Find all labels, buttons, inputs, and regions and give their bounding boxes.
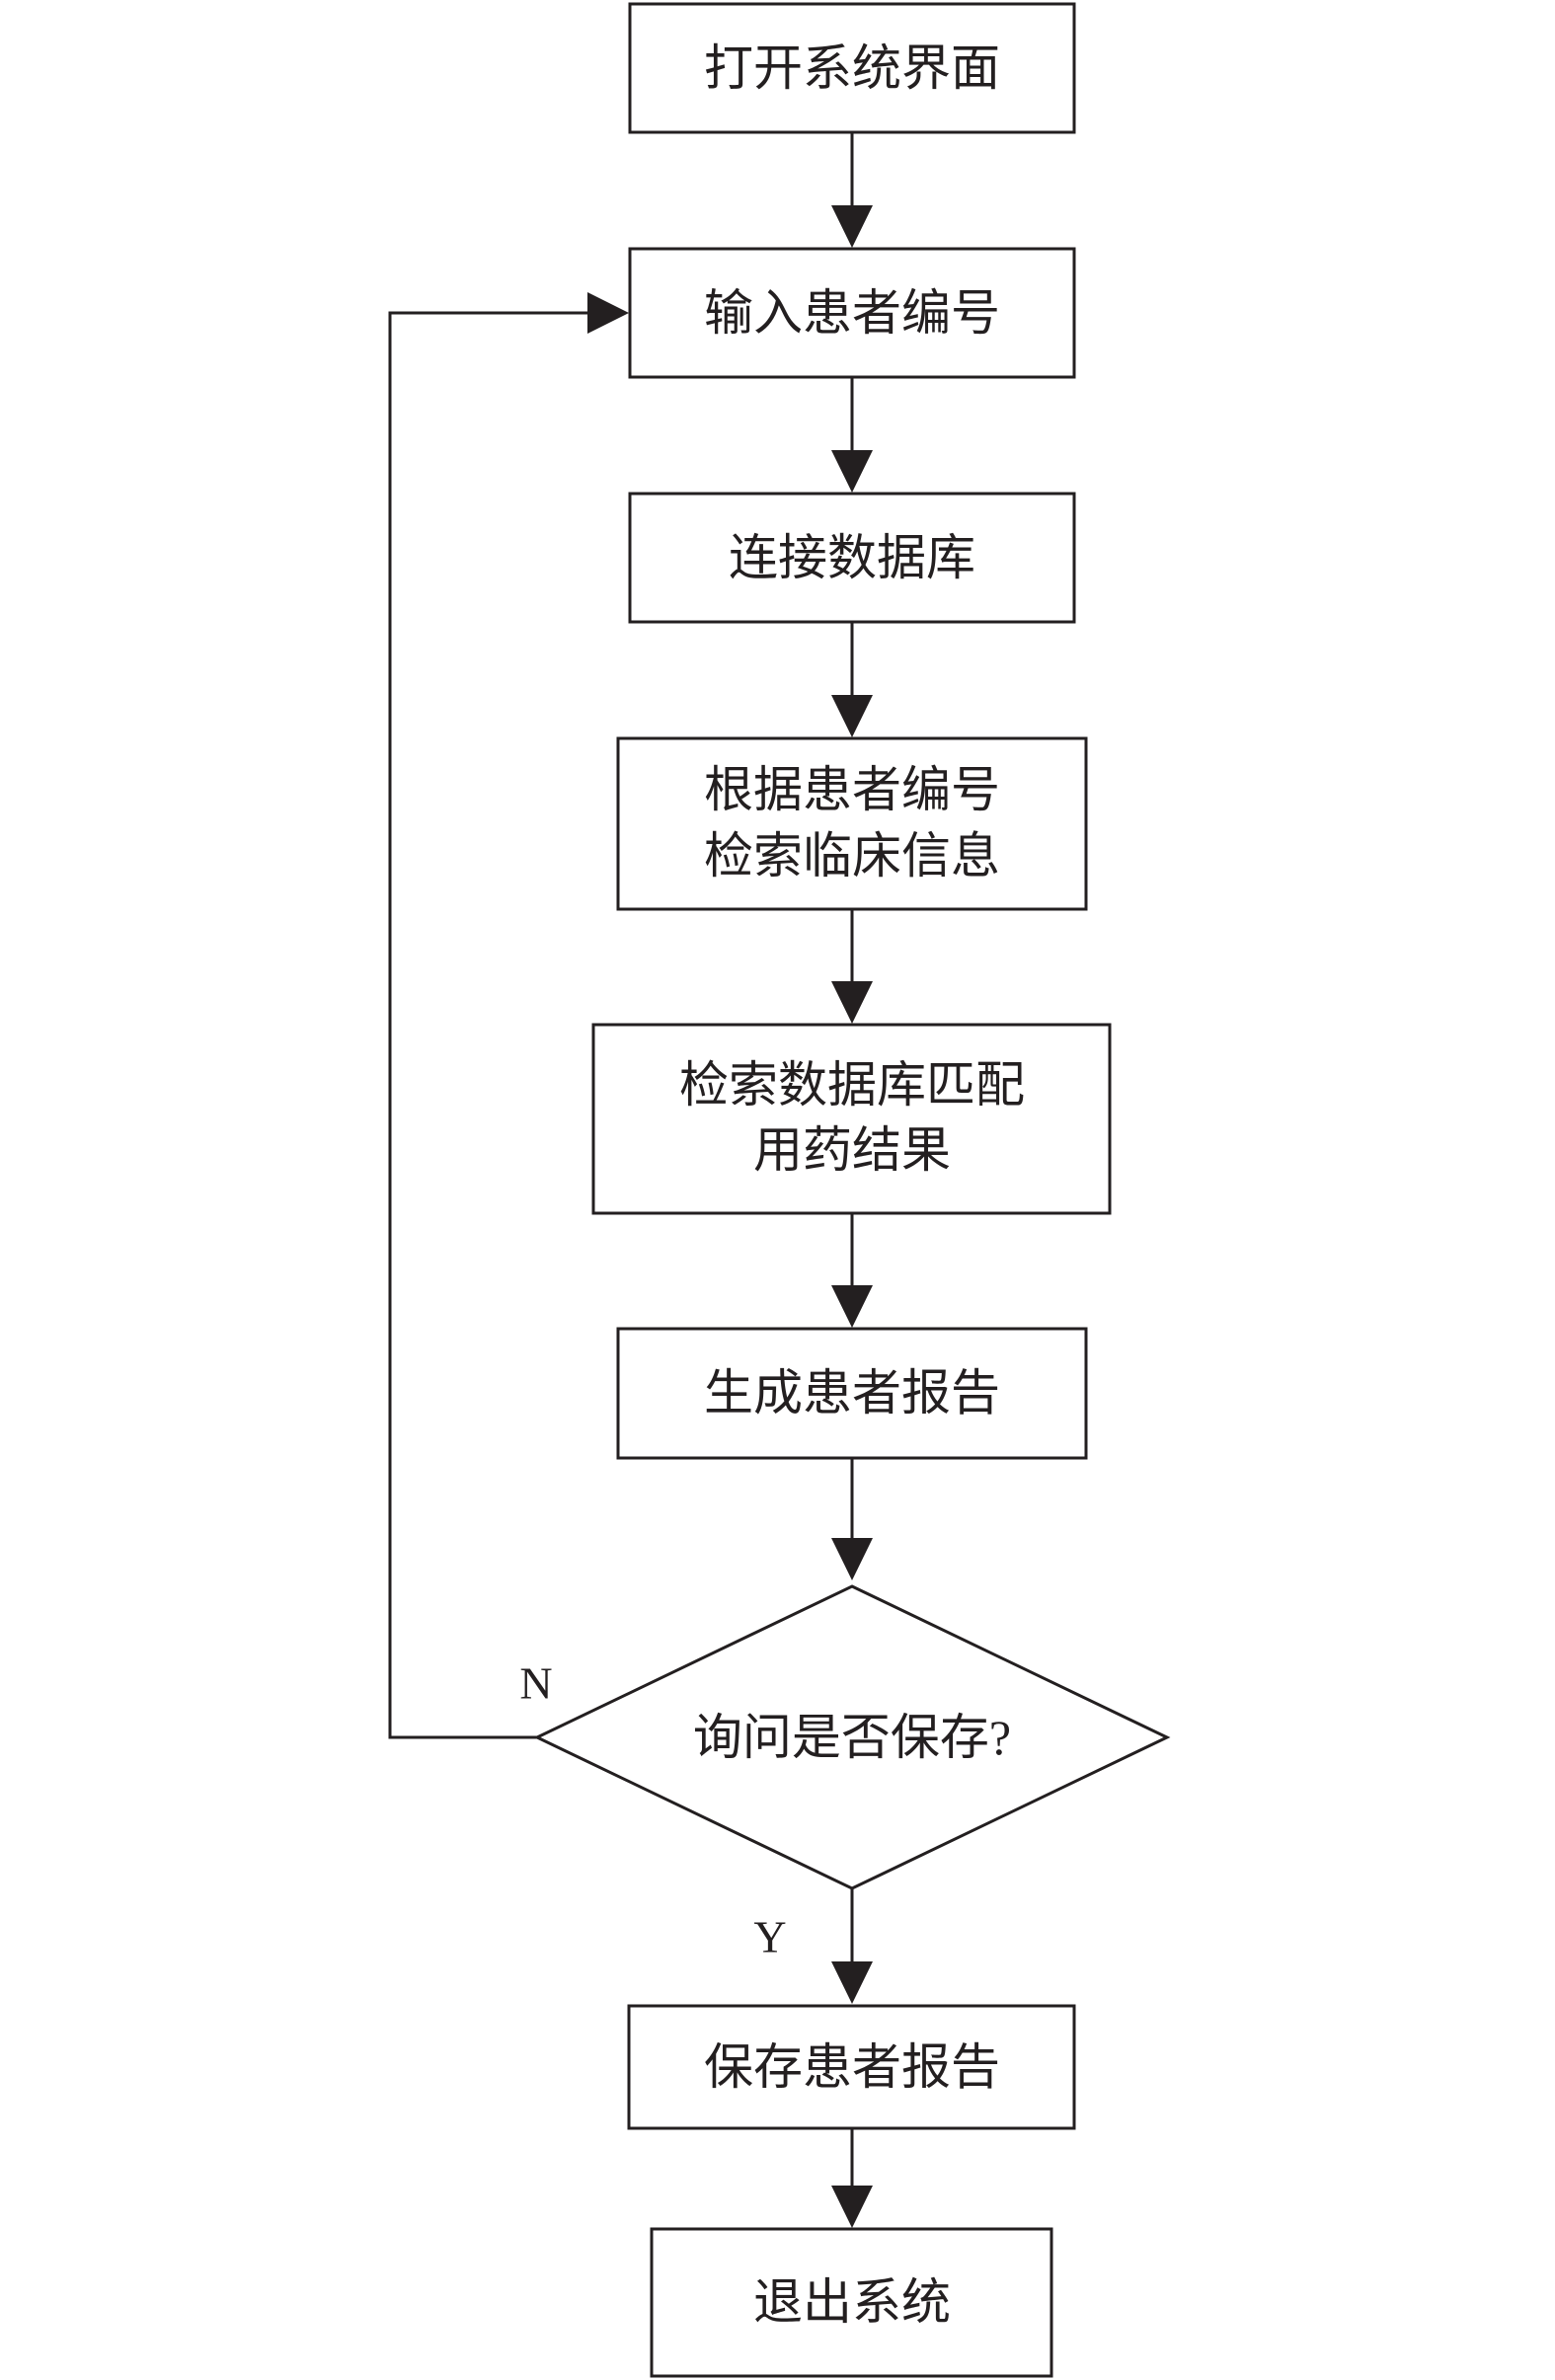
node-open-system: 打开系统界面 bbox=[628, 2, 1076, 134]
node-exit-system-box bbox=[650, 2227, 1053, 2378]
node-exit-system-label: 退出系统 bbox=[753, 2274, 951, 2330]
arrowhead-icon bbox=[831, 1538, 873, 1580]
arrowhead-icon bbox=[831, 2186, 873, 2228]
node-save-report-box bbox=[627, 2004, 1076, 2130]
node-match-medication-line1: 检索数据库匹配 bbox=[679, 1057, 1025, 1113]
edge-connect-to-search bbox=[831, 622, 873, 737]
node-connect-db: 连接数据库 bbox=[628, 492, 1076, 624]
node-search-clinical-line2: 检索临床信息 bbox=[704, 828, 1000, 883]
arrowhead-icon bbox=[831, 695, 873, 737]
node-input-patient-id-label: 输入患者编号 bbox=[704, 285, 1000, 341]
edge-save-to-exit bbox=[831, 2128, 873, 2228]
node-search-clinical: 根据患者编号 检索临床信息 bbox=[616, 736, 1088, 911]
arrowhead-icon bbox=[831, 1961, 873, 2004]
node-open-system-box bbox=[628, 2, 1076, 134]
arrowhead-icon bbox=[587, 292, 629, 334]
edge-no-loop-back: N bbox=[388, 292, 629, 1739]
node-connect-db-label: 连接数据库 bbox=[729, 530, 975, 585]
node-input-patient-id-box bbox=[628, 247, 1076, 379]
node-save-report: 保存患者报告 bbox=[627, 2004, 1076, 2130]
node-decision-label: 询问是否保存? bbox=[693, 1710, 1011, 1765]
node-generate-report-box bbox=[616, 1327, 1088, 1460]
edge-search-to-match bbox=[831, 909, 873, 1024]
node-match-medication-line2: 用药结果 bbox=[753, 1122, 951, 1178]
node-exit-system: 退出系统 bbox=[650, 2227, 1053, 2378]
node-decision-ask-save: 询问是否保存? bbox=[533, 1584, 1171, 1890]
node-match-medication: 检索数据库匹配 用药结果 bbox=[591, 1023, 1112, 1215]
edge-yes-to-save: Y bbox=[753, 1888, 873, 2004]
label-yes: Y bbox=[753, 1912, 786, 1962]
arrowhead-icon bbox=[831, 450, 873, 493]
node-input-patient-id: 输入患者编号 bbox=[628, 247, 1076, 379]
node-connect-db-box bbox=[628, 492, 1076, 624]
node-generate-report: 生成患者报告 bbox=[616, 1327, 1088, 1460]
node-open-system-label: 打开系统界面 bbox=[704, 40, 1000, 96]
arrowhead-icon bbox=[831, 205, 873, 248]
node-match-medication-box bbox=[591, 1023, 1112, 1215]
node-generate-report-label: 生成患者报告 bbox=[704, 1365, 1000, 1420]
edge-open-to-input bbox=[831, 132, 873, 248]
edge-match-to-report bbox=[831, 1213, 873, 1328]
node-save-report-label: 保存患者报告 bbox=[704, 2039, 1000, 2095]
edge-input-to-connect bbox=[831, 377, 873, 493]
node-search-clinical-line1: 根据患者编号 bbox=[704, 762, 1000, 817]
label-no: N bbox=[519, 1658, 552, 1709]
arrowhead-icon bbox=[831, 1285, 873, 1328]
arrowhead-icon bbox=[831, 981, 873, 1024]
edge-report-to-decision bbox=[831, 1458, 873, 1580]
